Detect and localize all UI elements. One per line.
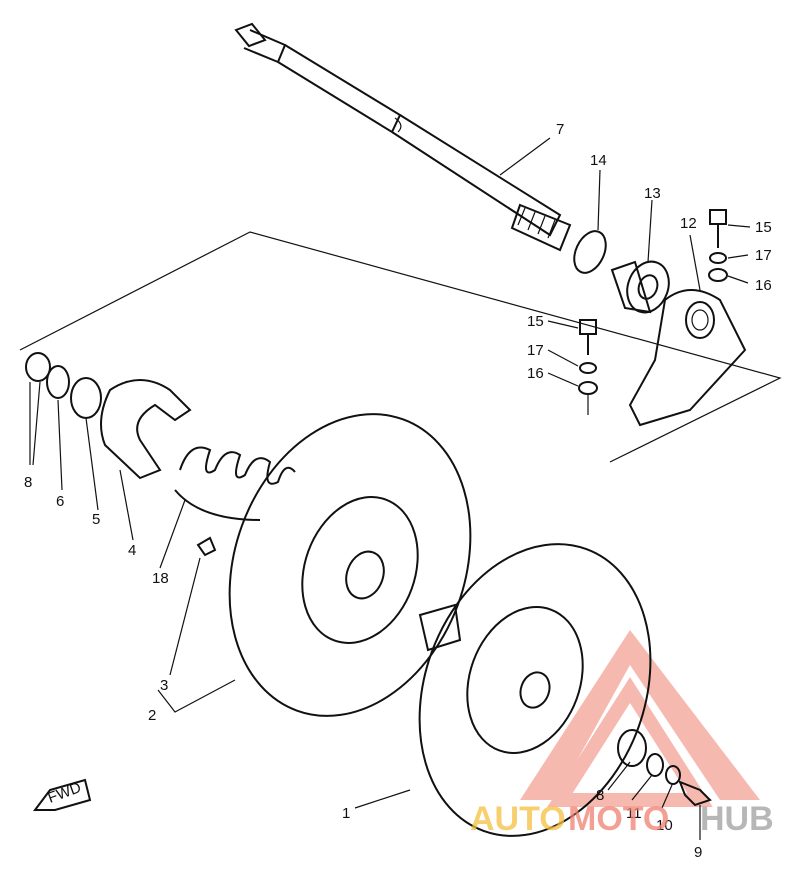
bolt-upper	[708, 209, 728, 282]
watermark-hub: HUB	[700, 800, 774, 838]
label-15-upper: 15	[755, 219, 772, 236]
label-16-upper: 16	[755, 277, 772, 294]
label-4: 4	[128, 542, 136, 559]
cam-weight	[100, 379, 192, 480]
bearing	[610, 260, 670, 314]
bearing-housing	[628, 289, 747, 427]
label-8-left: 8	[24, 474, 32, 491]
label-1: 1	[342, 805, 350, 822]
fastener-stack	[617, 729, 712, 807]
watermark-auto: AUTO	[470, 800, 566, 838]
label-12: 12	[680, 215, 697, 232]
drive-shaft	[234, 22, 572, 252]
fixed-sheave	[418, 543, 652, 837]
bolt-lower	[578, 319, 598, 395]
label-16-lower: 16	[527, 365, 544, 382]
label-17-upper: 17	[755, 247, 772, 264]
watermark-text: AUTO MOTO HUB	[470, 800, 774, 838]
label-5: 5	[92, 511, 100, 528]
guide-piece	[196, 536, 217, 557]
leader-lines	[29, 137, 751, 840]
label-18: 18	[152, 570, 169, 587]
watermark-logo	[520, 630, 760, 807]
fwd-arrow: FWD	[33, 778, 92, 811]
label-13: 13	[644, 185, 661, 202]
label-17-lower: 17	[527, 342, 544, 359]
circlip	[573, 230, 607, 274]
assembly-outline	[19, 231, 782, 463]
label-6: 6	[56, 493, 64, 510]
label-14: 14	[590, 152, 607, 169]
label-11: 11	[626, 805, 642, 822]
label-7: 7	[556, 121, 564, 138]
label-2: 2	[148, 707, 156, 724]
label-3: 3	[160, 677, 168, 694]
spring	[174, 446, 296, 521]
label-15-lower: 15	[527, 313, 544, 330]
watermark-moto: MOTO	[568, 800, 669, 838]
movable-sheave	[228, 413, 472, 717]
label-9: 9	[694, 844, 702, 861]
label-8-right: 8	[596, 787, 604, 804]
label-10: 10	[656, 817, 673, 834]
